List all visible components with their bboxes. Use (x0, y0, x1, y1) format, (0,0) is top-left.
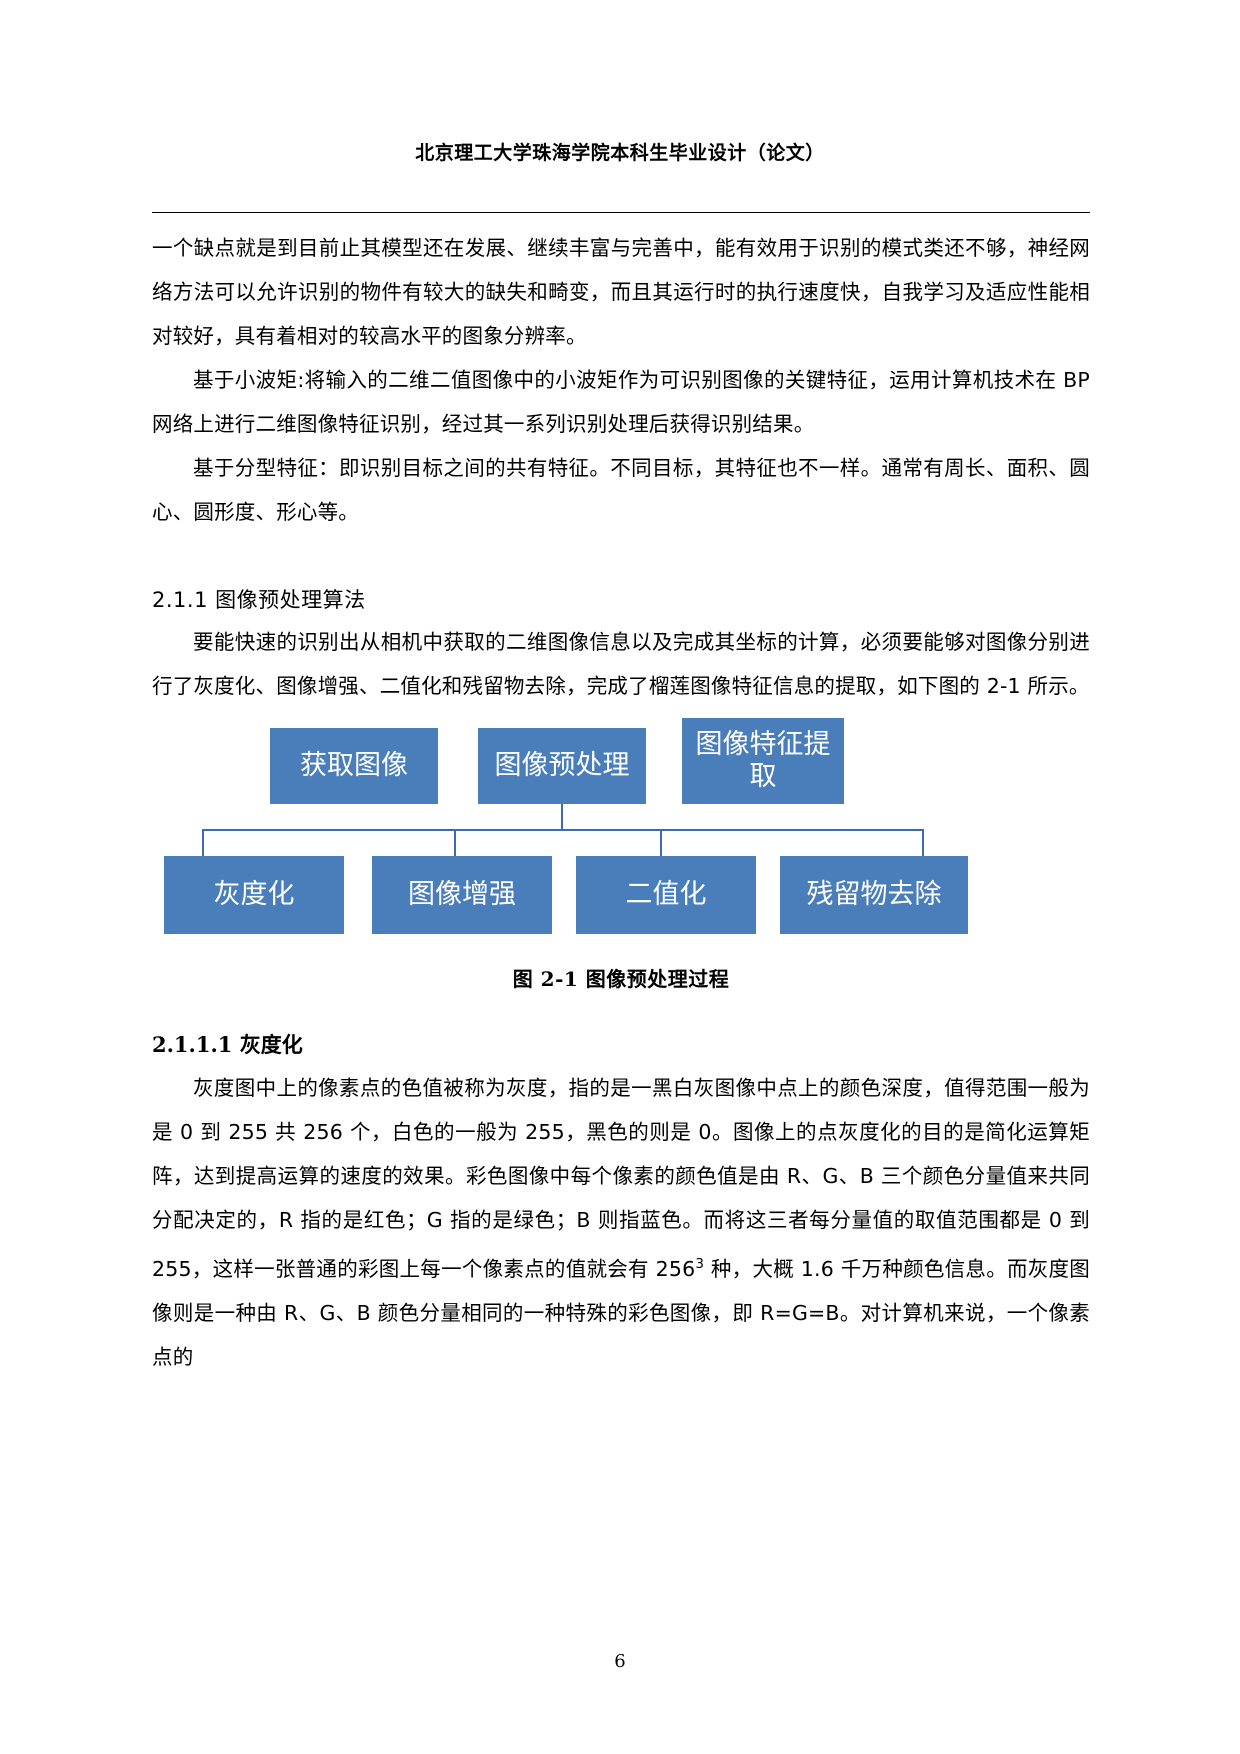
flow-box-label: 获取图像 (300, 750, 408, 781)
subsection-heading-2-1-1-1: 2.1.1.1 灰度化 (152, 1032, 303, 1057)
spacer-before-subsection (152, 996, 1090, 1024)
document-content: 一个缺点就是到目前止其模型还在发展、继续丰富与完善中，能有效用于识别的模式类还不… (152, 226, 1090, 1379)
paragraph-5-part-b: 种，大概 1.6 千万种颜色信息。而灰度图像则是一种由 R、G、B 颜色分量相同… (152, 1256, 1090, 1369)
figure-2-1-flowchart: 获取图像 图像预处理 图像特征提取 灰度化 图像增强 (152, 714, 1090, 954)
figure-caption: 图 2-1 图像预处理过程 (512, 967, 730, 991)
spacer-before-section (152, 534, 1090, 580)
page-number: 6 (614, 1651, 626, 1672)
connector-drop-1 (202, 829, 204, 857)
connector-stem-vertical (561, 804, 563, 830)
page-header-title: 北京理工大学珠海学院本科生毕业设计（论文） (415, 142, 825, 164)
header-divider-rule (152, 212, 1090, 213)
flow-box-label: 图像增强 (408, 879, 516, 910)
flow-box-acquire-image: 获取图像 (270, 728, 438, 804)
flow-box-image-enhancement: 图像增强 (372, 856, 552, 934)
connector-drop-4 (922, 829, 924, 857)
flow-box-feature-extraction: 图像特征提取 (682, 718, 844, 804)
flow-box-grayscale: 灰度化 (164, 856, 344, 934)
paragraph-5-part-a: 灰度图中上的像素点的色值被称为灰度，指的是一黑白灰图像中点上的颜色深度，值得范围… (152, 1076, 1090, 1281)
paragraph-5-superscript: 3 (695, 1256, 705, 1272)
connector-drop-2 (454, 829, 456, 857)
flow-box-label: 灰度化 (213, 879, 295, 910)
flow-box-binarization: 二值化 (576, 856, 756, 934)
flow-box-label: 图像特征提取 (695, 729, 831, 792)
paragraph-3: 基于分型特征：即识别目标之间的共有特征。不同目标，其特征也不一样。通常有周长、面… (152, 456, 1090, 524)
paragraph-4: 要能快速的识别出从相机中获取的二维图像信息以及完成其坐标的计算，必须要能够对图像… (152, 630, 1090, 698)
flow-box-image-preprocessing: 图像预处理 (478, 728, 646, 804)
connector-horizontal-bus (202, 829, 924, 831)
flow-box-label: 二值化 (625, 879, 707, 910)
paragraph-5: 灰度图中上的像素点的色值被称为灰度，指的是一黑白灰图像中点上的颜色深度，值得范围… (152, 1066, 1090, 1379)
flow-box-label: 图像预处理 (494, 750, 630, 781)
paragraph-2: 基于小波矩:将输入的二维二值图像中的小波矩作为可识别图像的关键特征，运用计算机技… (152, 368, 1090, 436)
paragraph-1: 一个缺点就是到目前止其模型还在发展、继续丰富与完善中，能有效用于识别的模式类还不… (152, 236, 1090, 348)
flow-box-residue-removal: 残留物去除 (780, 856, 968, 934)
section-heading-2-1-1: 2.1.1 图像预处理算法 (152, 588, 366, 612)
connector-drop-3 (660, 829, 662, 857)
flow-box-label: 残留物去除 (806, 879, 942, 910)
